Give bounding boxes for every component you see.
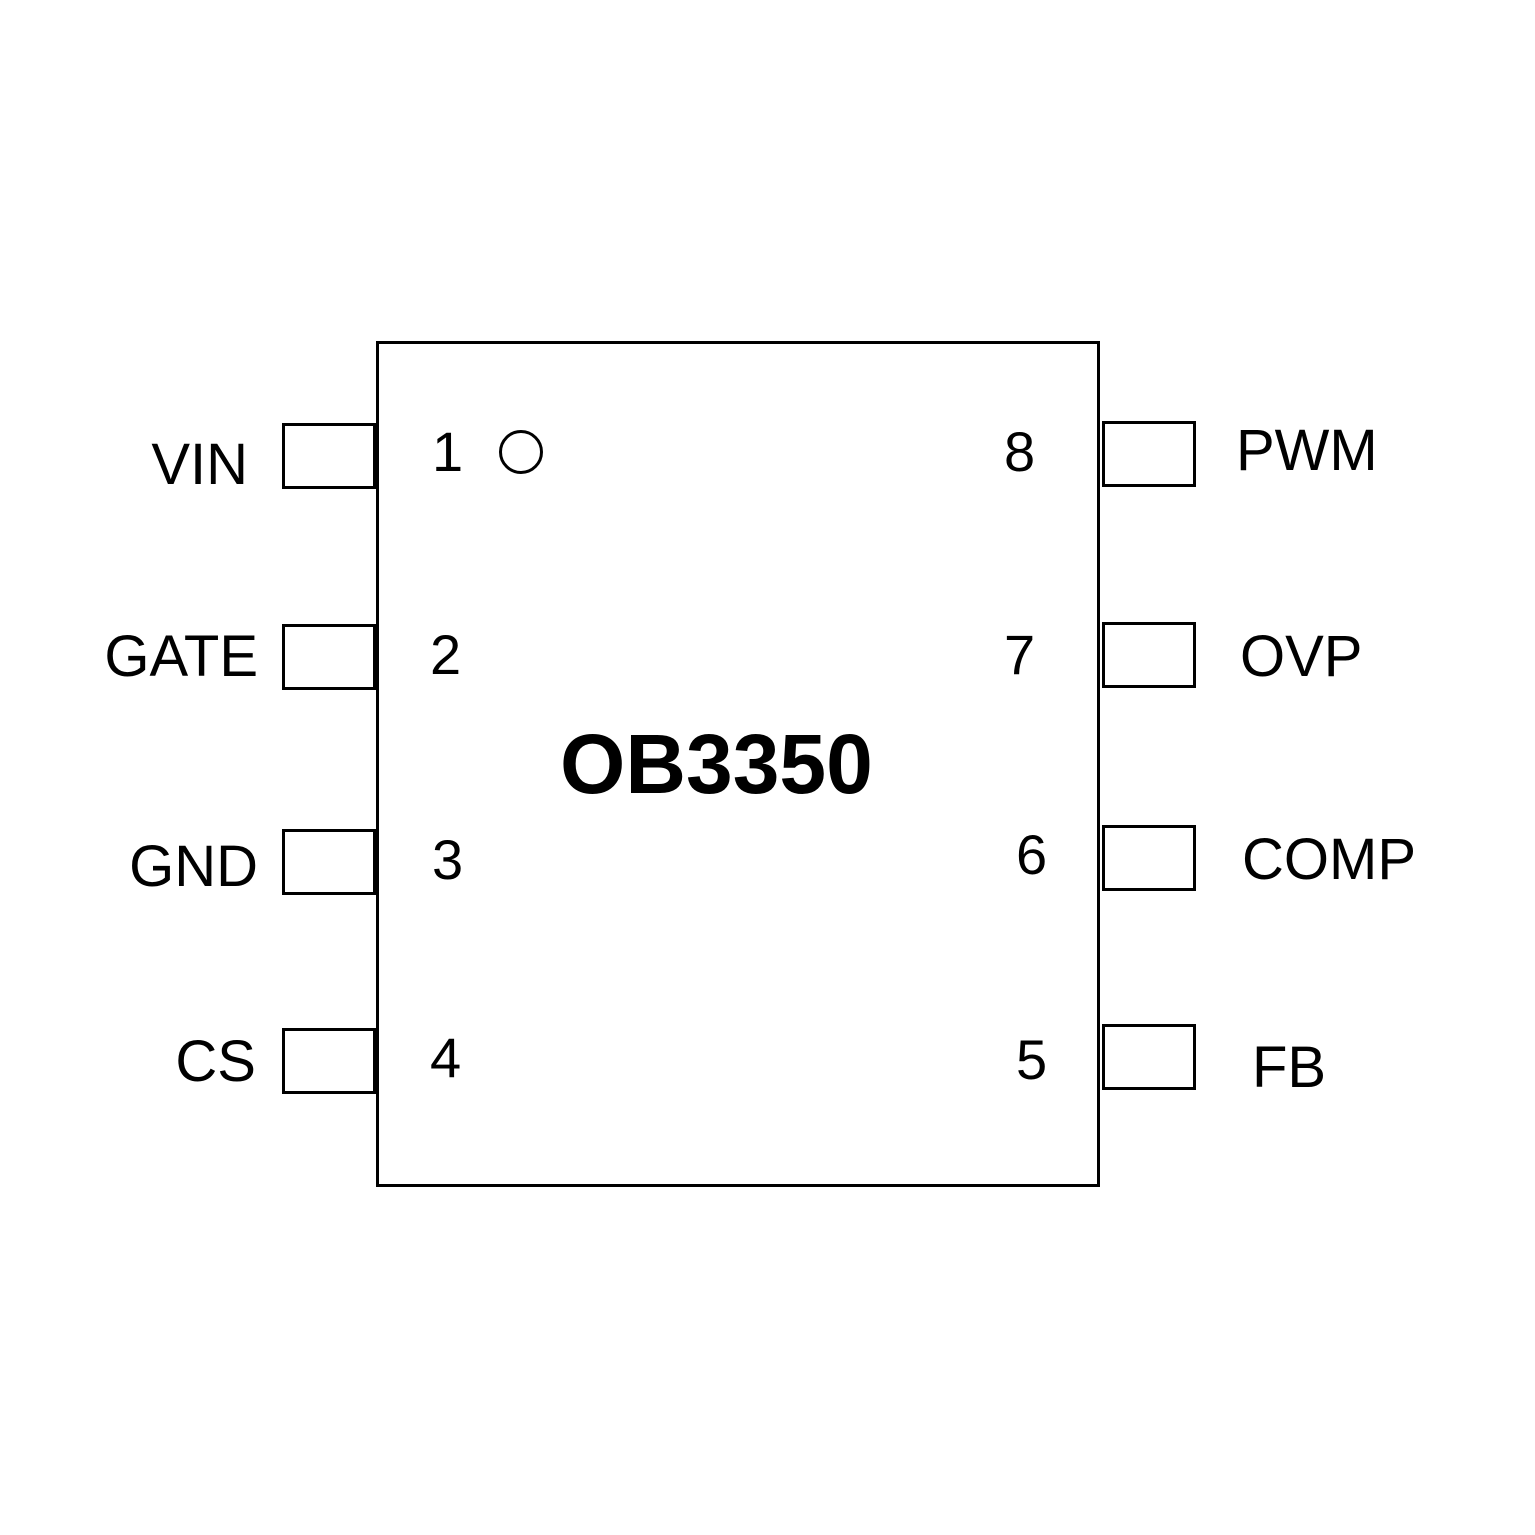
pin-number-2: 2 [430,623,462,686]
pin-pad-1 [282,423,376,489]
pin-number-8: 8 [1004,420,1036,483]
pin-number-4: 4 [430,1026,462,1089]
chip-name: OB3350 [560,717,873,811]
pin-label-8: PWM [1236,418,1378,483]
pin-pad-3 [282,829,376,895]
pin-pad-2 [282,624,376,690]
pin-label-7: OVP [1240,624,1363,689]
pin-pad-8 [1102,421,1196,487]
pin-label-2: GATE [104,624,258,689]
pin-number-7: 7 [1004,623,1036,686]
chip-body [376,341,1100,1187]
pin-number-5: 5 [1016,1028,1048,1091]
pin-pad-6 [1102,825,1196,891]
pin-pad-4 [282,1028,376,1094]
pin-number-3: 3 [432,828,464,891]
pin-number-1: 1 [432,420,464,483]
pin1-marker [499,430,543,474]
pin-pad-7 [1102,622,1196,688]
pin-pad-5 [1102,1024,1196,1090]
pin-number-6: 6 [1016,823,1048,886]
pin-label-4: CS [175,1029,256,1094]
pin-label-5: FB [1252,1035,1327,1100]
pin-label-1: VIN [151,432,248,497]
pin-label-3: GND [129,834,258,899]
pin-label-6: COMP [1242,827,1416,892]
